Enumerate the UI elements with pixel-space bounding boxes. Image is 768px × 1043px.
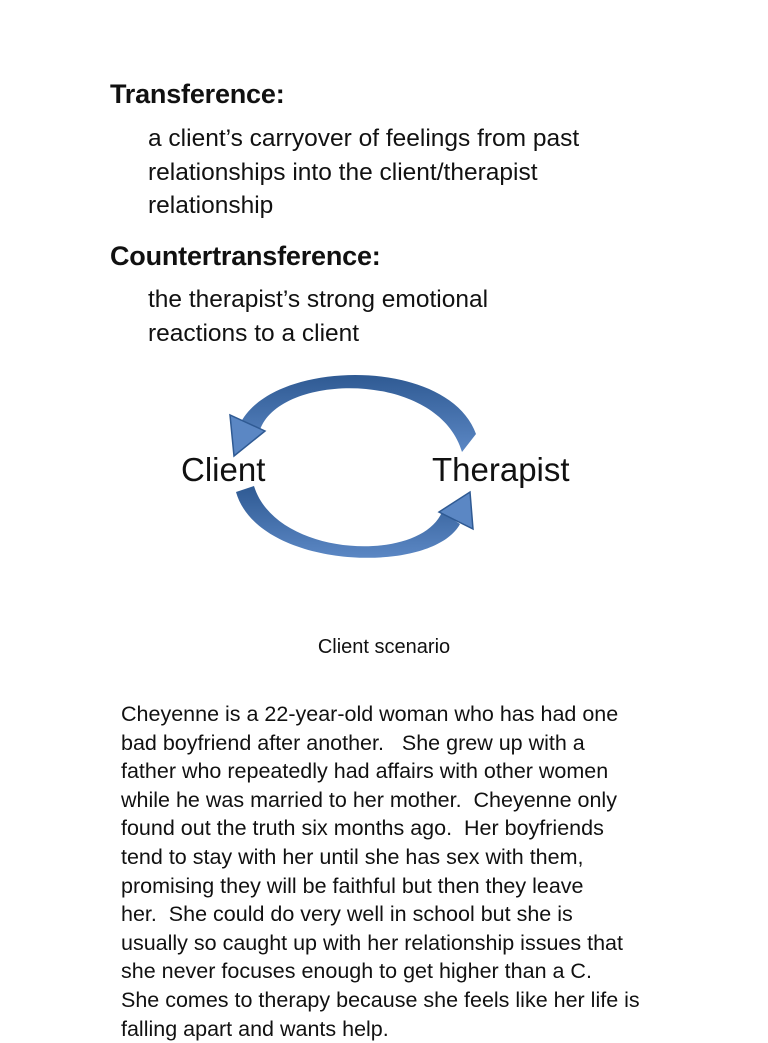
paragraph-line: bad boyfriend after another. She grew up…	[121, 730, 585, 755]
paragraph-line: father who repeatedly had affairs with o…	[121, 759, 609, 784]
definition-line: the therapist’s strong emotional	[148, 286, 489, 313]
paragraph-line: promising they will be faithful but then…	[121, 873, 584, 898]
caption-client-scenario: Client scenario	[317, 636, 451, 658]
diagram-label-therapist: Therapist	[432, 451, 570, 488]
definition-countertransference: the therapist’s strong emotional reactio…	[148, 283, 488, 350]
paragraph-line: she never focuses enough to get higher t…	[121, 959, 592, 984]
client-therapist-cycle-diagram	[180, 362, 580, 577]
definition-line: reactions to a client	[148, 319, 360, 347]
scenario-paragraph: Cheyenne is a 22-year-old woman who has …	[121, 700, 701, 1043]
definition-line: a client’s carryover of feelings from pa…	[148, 125, 580, 152]
heading-countertransference: Countertransference:	[110, 241, 381, 271]
diagram-label-client: Client	[181, 451, 266, 488]
cycle-arrow-top-head-icon	[229, 413, 267, 458]
definition-transference: a client’s carryover of feelings from pa…	[148, 122, 579, 223]
paragraph-line: Cheyenne is a 22-year-old woman who has …	[121, 702, 619, 726]
paragraph-line: her. She could do very well in school bu…	[121, 902, 573, 927]
paragraph-line: found out the truth six months ago. Her …	[121, 816, 604, 841]
cycle-arrow-bottom-icon	[236, 486, 460, 558]
paragraph-line: usually so caught up with her relationsh…	[121, 930, 623, 955]
paragraph-line: falling apart and wants help.	[121, 1016, 389, 1041]
definition-line: relationships into the client/therapist	[148, 158, 538, 186]
cycle-arrow-bottom-head-icon	[437, 490, 474, 531]
definition-line: relationship	[148, 192, 274, 219]
paragraph-line: tend to stay with her until she has sex …	[121, 844, 584, 869]
paragraph-line: while he was married to her mother. Chey…	[121, 787, 617, 812]
cycle-arrow-top-icon	[240, 374, 476, 452]
paragraph-line: She comes to therapy because she feels l…	[121, 987, 640, 1012]
cycle-arrows-graphic	[229, 374, 476, 558]
heading-transference: Transference:	[110, 79, 285, 109]
